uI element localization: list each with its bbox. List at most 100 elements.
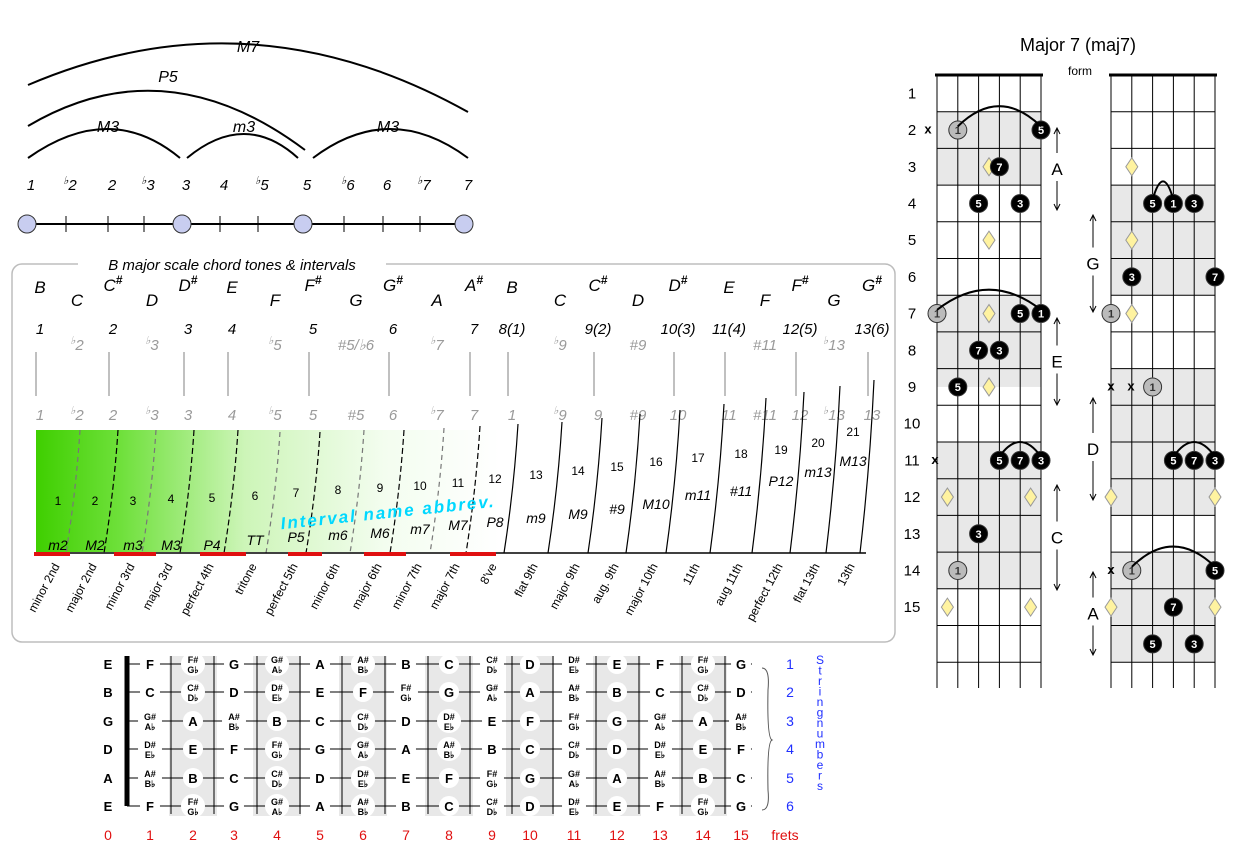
fret-note: C bbox=[444, 799, 454, 814]
string-number: 2 bbox=[786, 684, 794, 700]
fret-note-sharp: G# bbox=[271, 655, 283, 665]
root-note-dot bbox=[948, 560, 968, 580]
fret-note-flat: D♭ bbox=[272, 779, 283, 789]
interval-name: minor 6th bbox=[307, 561, 343, 612]
fret-note: B bbox=[188, 771, 197, 786]
fret-note-sharp: D# bbox=[654, 740, 666, 750]
fret-note-bg bbox=[267, 711, 287, 731]
dot-label: 1 bbox=[1150, 382, 1156, 394]
fret-note-bg bbox=[140, 682, 160, 702]
fret-note-bg bbox=[607, 711, 627, 731]
fret-note-bg bbox=[562, 766, 586, 790]
fret-marker-diamond bbox=[940, 487, 955, 507]
dot-label: 5 bbox=[1212, 565, 1218, 577]
fret-shade bbox=[593, 656, 641, 816]
arc-M7 bbox=[27, 42, 469, 113]
note-name: A# bbox=[464, 273, 483, 295]
string-number: 6 bbox=[786, 798, 794, 814]
grey-degree: 11 bbox=[721, 407, 737, 424]
dot-label: 1 bbox=[1108, 309, 1114, 321]
panel-title: B major scale chord tones & intervals bbox=[108, 257, 356, 274]
note-name: C# bbox=[589, 273, 608, 295]
semitone-count: 6 bbox=[252, 489, 259, 503]
fret-note-sharp: F# bbox=[272, 740, 283, 750]
fret-marker-diamond bbox=[1125, 156, 1139, 177]
fret-note: E bbox=[402, 771, 411, 786]
fret-note-bg bbox=[520, 768, 540, 788]
fret-note-bg bbox=[439, 796, 459, 816]
arc-P5 bbox=[27, 89, 306, 151]
scale-degree: 2 bbox=[108, 321, 118, 338]
interval-abbrev: M6 bbox=[370, 525, 390, 541]
open-string-note: E bbox=[104, 799, 113, 814]
fret-note: D bbox=[612, 742, 621, 757]
fret-note-bg bbox=[396, 768, 416, 788]
fret-note-bg bbox=[520, 682, 540, 702]
scale-degree: 12(5) bbox=[782, 321, 817, 338]
semitone-count: 19 bbox=[774, 443, 788, 457]
fret-note: C bbox=[736, 771, 746, 786]
scale-degree: #5/♭6 bbox=[338, 337, 375, 354]
fret-note: E bbox=[316, 685, 325, 700]
semitone-count: 14 bbox=[571, 464, 585, 478]
fret-note-bg bbox=[265, 737, 289, 761]
fret-note-flat: D♭ bbox=[698, 693, 709, 703]
fret-note: A bbox=[315, 799, 325, 814]
fret-note-bg bbox=[310, 739, 330, 759]
fret-note-bg bbox=[310, 711, 330, 731]
note-name: F bbox=[760, 291, 772, 310]
interval-name: major 7th bbox=[427, 561, 463, 612]
fret-note-bg bbox=[650, 682, 670, 702]
interval-name: perfect 4th bbox=[178, 561, 217, 618]
fret-note-bg bbox=[439, 768, 459, 788]
arc-label-P5: P5 bbox=[158, 69, 178, 86]
interval-name: flat 13th bbox=[790, 561, 822, 605]
semitone-count: 9 bbox=[377, 481, 384, 495]
fret-note-flat: A♭ bbox=[487, 693, 498, 703]
semitone-count: 20 bbox=[811, 436, 825, 450]
fret-note: B bbox=[272, 714, 281, 729]
fret-note-sharp: D# bbox=[271, 683, 283, 693]
fret-shade bbox=[506, 656, 554, 816]
fret-note-bg bbox=[437, 709, 461, 733]
form-letter: G bbox=[1086, 255, 1099, 274]
interval-name: major 10th bbox=[622, 561, 661, 618]
fret-note-sharp: F# bbox=[401, 683, 412, 693]
scale-degree: 5 bbox=[309, 321, 318, 338]
degree-label: ♭7 bbox=[417, 175, 431, 194]
chord-tone-circle bbox=[454, 214, 474, 234]
degree-label: 7 bbox=[464, 177, 473, 194]
fret-note-sharp: G# bbox=[271, 797, 283, 807]
fret-note-bg bbox=[351, 652, 375, 676]
fret-note-bg bbox=[520, 654, 540, 674]
fret-note-flat: E♭ bbox=[444, 722, 454, 732]
interval-divider bbox=[265, 431, 281, 554]
fret-note-flat: A♭ bbox=[655, 722, 666, 732]
dot-label: 1 bbox=[934, 309, 940, 321]
fret-note-bg bbox=[437, 737, 461, 761]
fret-note: B bbox=[401, 657, 410, 672]
fret-note-sharp: G# bbox=[568, 769, 580, 779]
chord-tone-circle bbox=[293, 214, 313, 234]
scale-degree: ♭2 bbox=[70, 335, 84, 354]
fret-marker-diamond bbox=[1023, 597, 1038, 618]
interval-name: minor 7th bbox=[389, 561, 425, 612]
chord-tone-dot bbox=[1184, 193, 1204, 213]
interval-abbrev: P4 bbox=[203, 537, 220, 553]
dot-label: 5 bbox=[1038, 125, 1044, 137]
chord-tone-dot bbox=[989, 157, 1009, 177]
fret-note-sharp: G# bbox=[654, 712, 666, 722]
grey-degree: 5 bbox=[309, 407, 318, 424]
scale-degree: 10(3) bbox=[660, 321, 695, 338]
semitone-count: 15 bbox=[610, 460, 624, 474]
fret-note-sharp: A# bbox=[568, 683, 580, 693]
chord-tone-dot bbox=[1010, 450, 1030, 470]
scale-intervals-panel: B major scale chord tones & intervals BC… bbox=[11, 254, 896, 643]
fret-number: 12 bbox=[609, 827, 625, 843]
fret-note-sharp: A# bbox=[735, 712, 747, 722]
fret-note: E bbox=[488, 714, 497, 729]
chart-fret-number: 8 bbox=[908, 342, 916, 359]
degree-label: 4 bbox=[220, 177, 228, 194]
fret-number: 10 bbox=[522, 827, 538, 843]
